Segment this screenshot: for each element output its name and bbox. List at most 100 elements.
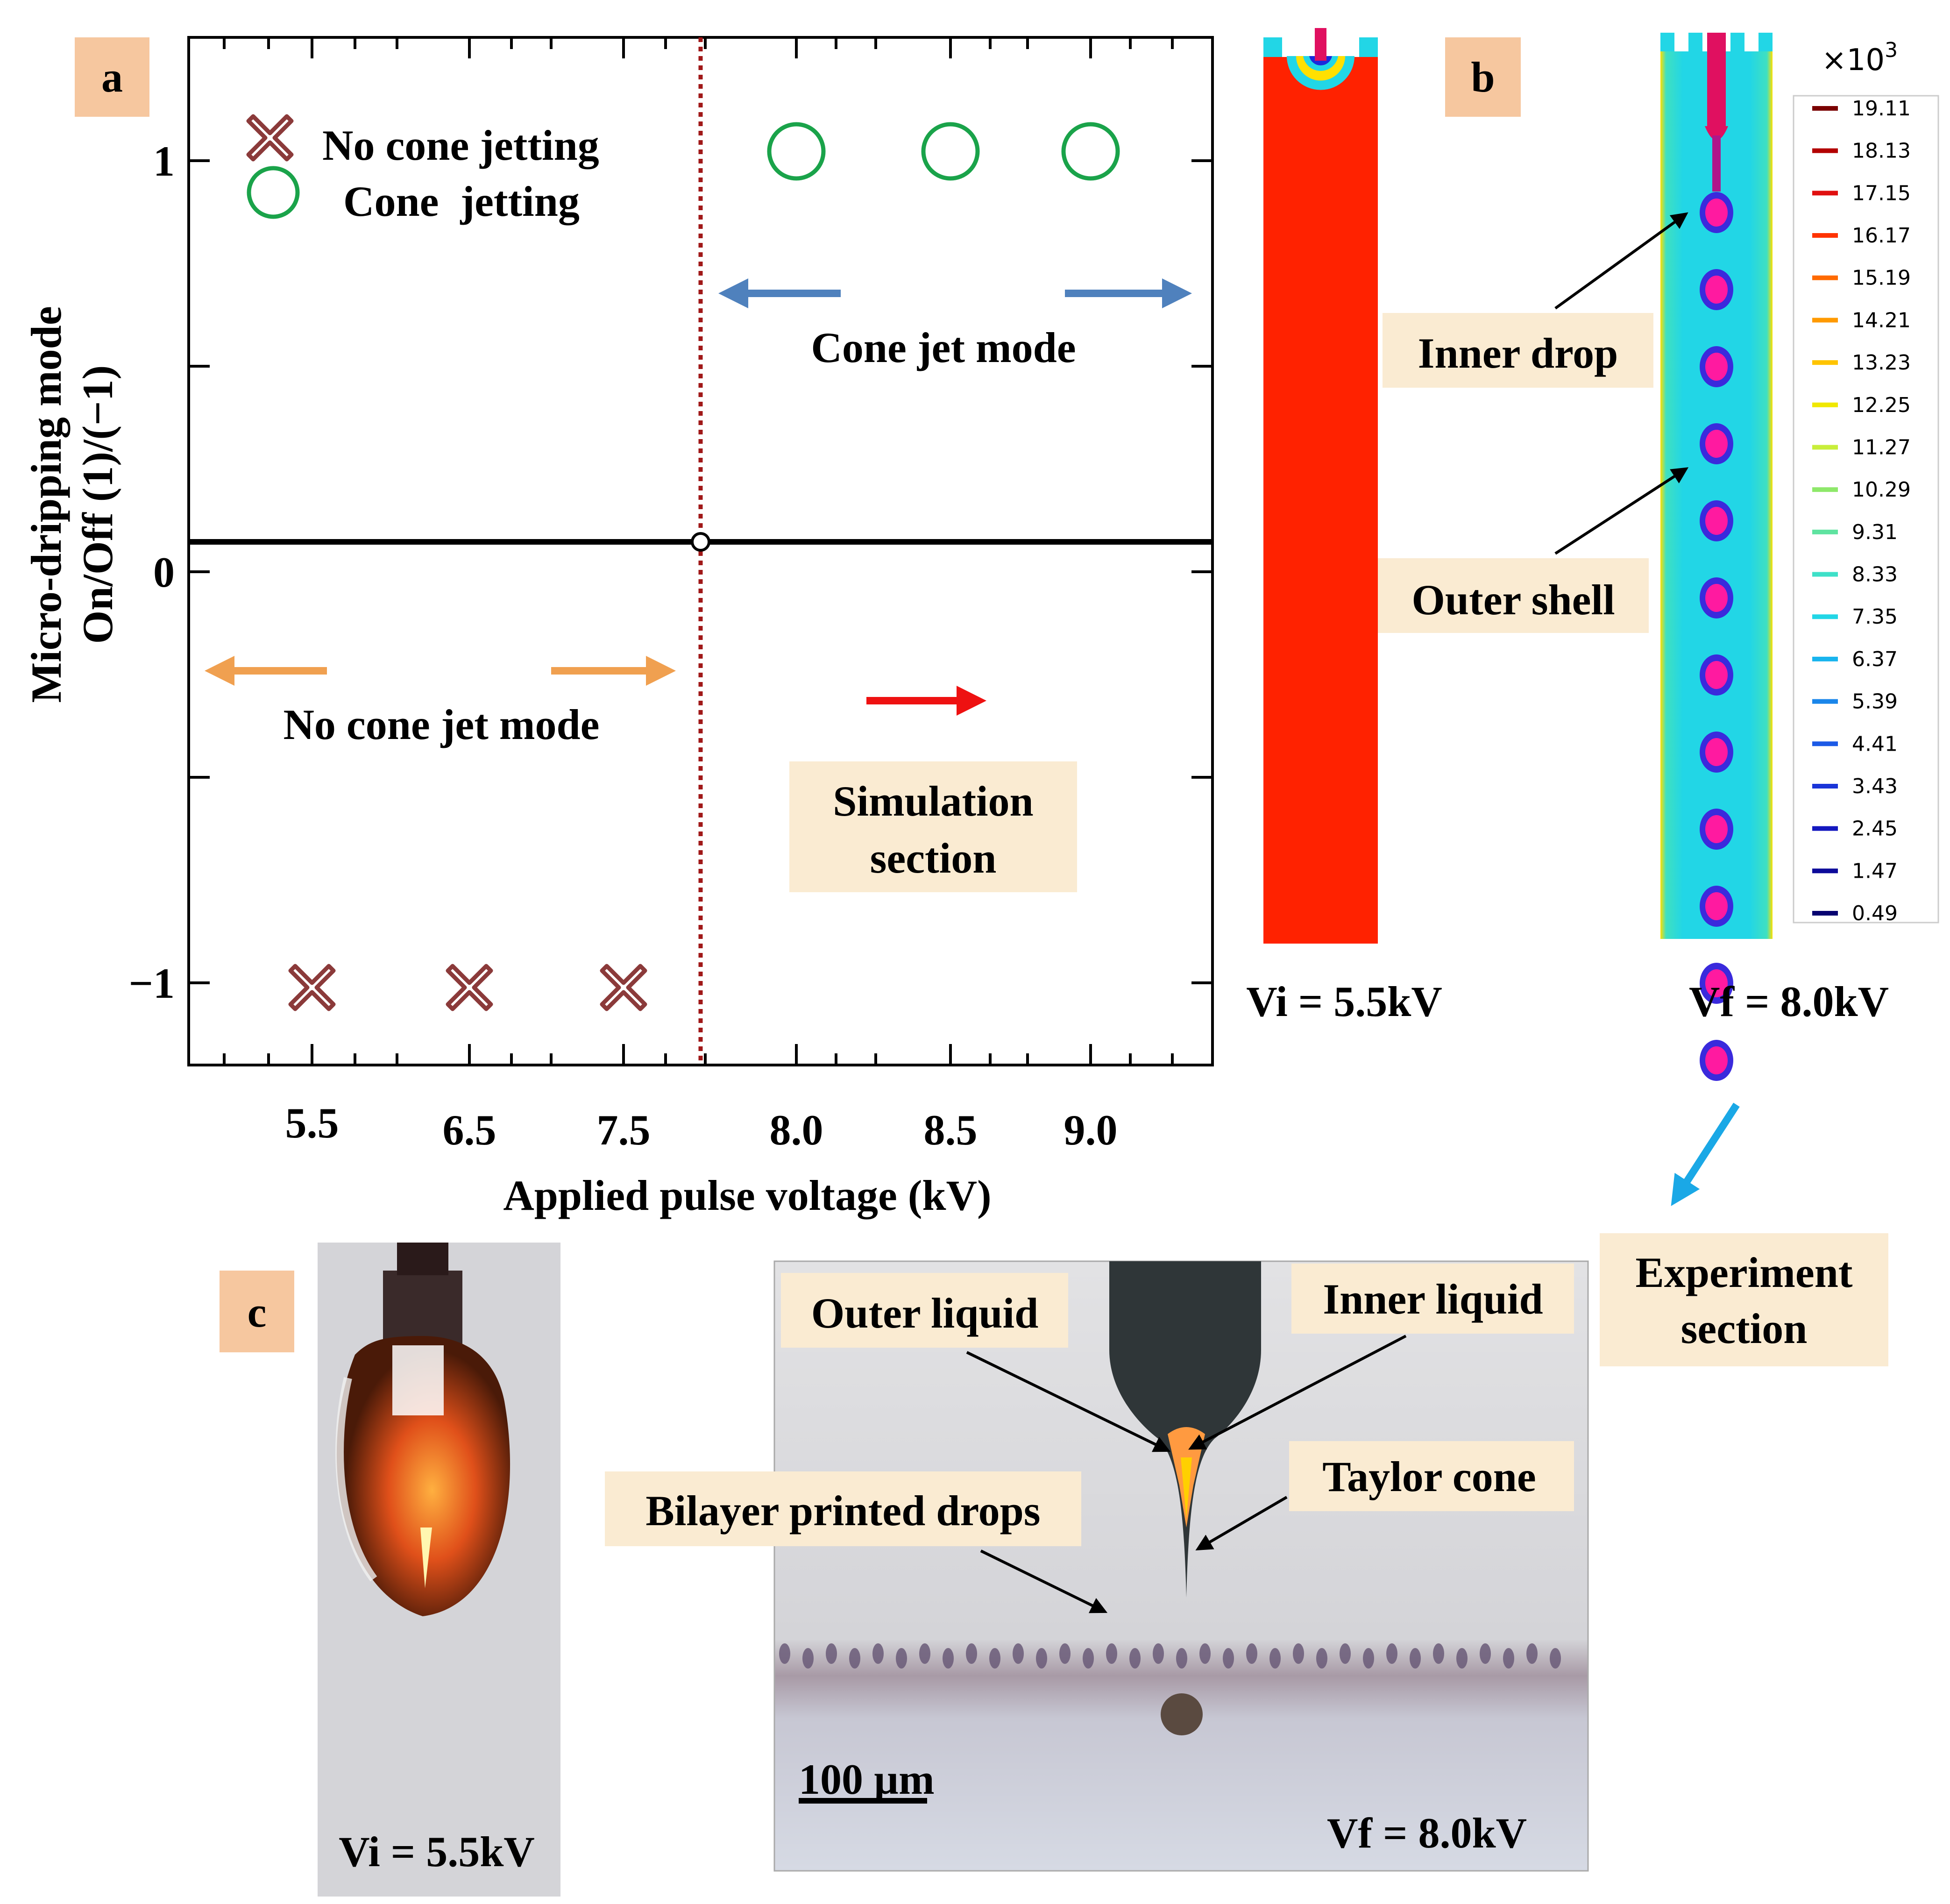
outer-liquid-box (781, 1273, 1068, 1348)
colorbar-value: 0.49 (1852, 902, 1898, 925)
colorbar-value: 13.23 (1852, 351, 1911, 375)
outer-shell-box (1378, 558, 1649, 633)
taylor-cone-arrow (1195, 1496, 1288, 1551)
simulated-drop-core (1705, 507, 1728, 535)
colorbar-value: 16.17 (1852, 224, 1911, 248)
panel-c-label: c (248, 1288, 267, 1336)
simulation-vf-image (1660, 28, 1773, 1081)
colorbar-value: 15.19 (1852, 266, 1911, 290)
panel-a-label-box (75, 37, 149, 117)
simulation-section-line2: section (870, 834, 997, 882)
panel-a: a 1 0 −1 5.5 6.5 7.5 8.0 8.5 9.0 No cone jettin… (22, 36, 1214, 1219)
colorbar-value: 11.27 (1852, 435, 1911, 459)
simulated-drop-core (1705, 969, 1728, 997)
colorbar-value: 1.47 (1852, 859, 1898, 883)
threshold-point (691, 532, 710, 552)
simulated-drop-core (1705, 1046, 1728, 1074)
x-axis-ticks (223, 37, 1174, 1065)
data-point-cone-jetting (921, 122, 980, 181)
simulation-vf-label: Vf = 8.0kV (1689, 978, 1889, 1025)
colorbar-value: 19.11 (1852, 97, 1911, 121)
panel-a-label: a (101, 53, 123, 101)
x-tick-label: 5.5 (285, 1099, 339, 1147)
printed-drop (1269, 1648, 1281, 1669)
taylor-cone-label: Taylor cone (1322, 1453, 1536, 1500)
y-tick-label: −1 (129, 959, 175, 1007)
bilayer-drops-label: Bilayer printed drops (645, 1487, 1040, 1535)
simulated-drop-core (1705, 815, 1728, 843)
printed-drop (1199, 1643, 1211, 1664)
printed-drop (1386, 1643, 1397, 1664)
printed-drop (989, 1648, 1000, 1669)
printed-drop (1013, 1643, 1024, 1664)
printed-drop (1316, 1648, 1327, 1669)
printed-drop (802, 1648, 814, 1669)
y-tick-label: 0 (153, 548, 175, 596)
y-axis-label-line1: Micro-dripping mode (22, 306, 70, 703)
experiment-vf-photo: 100 µm (773, 1260, 1589, 1872)
experiment-arrow (1671, 1102, 1740, 1206)
printed-drop (779, 1643, 790, 1664)
simulated-drop-core (1705, 199, 1728, 227)
data-point-cone-jetting (767, 122, 826, 181)
scale-bar-label: 100 µm (799, 1755, 935, 1803)
data-point-no-cone-jetting (288, 964, 336, 1011)
bilayer-drops-box (605, 1471, 1081, 1546)
inner-liquid-arrow (1188, 1335, 1407, 1450)
printed-drop (943, 1648, 954, 1669)
colorbar-value: 7.35 (1852, 605, 1898, 629)
colorbar-value: 4.41 (1852, 732, 1898, 756)
y-axis-label: Micro-dripping mode On/Off (1)/(−1) (22, 306, 121, 703)
simulated-drop-core (1705, 276, 1728, 304)
printed-drop (1246, 1643, 1257, 1664)
x-tick-label: 8.5 (924, 1106, 978, 1154)
y-axis-tick-labels: 1 0 −1 (129, 137, 175, 1007)
printed-drop (966, 1643, 977, 1664)
colorbar-frame (1793, 95, 1939, 924)
x-tick-label: 9.0 (1064, 1106, 1118, 1154)
colorbar-value: 3.43 (1852, 774, 1898, 798)
simulation-vi-image (1263, 23, 1378, 944)
printed-drop (919, 1643, 930, 1664)
printed-drops (779, 1643, 1561, 1669)
panel-c-label-box (220, 1271, 294, 1352)
printed-drop (1480, 1643, 1491, 1664)
printed-drop (1083, 1648, 1094, 1669)
y-tick-label: 1 (153, 137, 175, 185)
legend-cone-jetting: Cone jetting (343, 178, 580, 225)
legend-cross-marker (246, 114, 294, 162)
y-axis-ticks (189, 159, 1213, 984)
inner-liquid-label: Inner liquid (1323, 1275, 1543, 1323)
simulation-section-line1: Simulation (833, 777, 1033, 825)
printed-drop (1106, 1643, 1117, 1664)
experiment-vi-label: Vi = 5.5kV (339, 1828, 535, 1876)
printed-drop (1363, 1648, 1374, 1669)
inner-liquid-box (1291, 1264, 1574, 1334)
printed-drop (1503, 1648, 1514, 1669)
printed-drop (1176, 1648, 1187, 1669)
x-axis-label: Applied pulse voltage (kV) (503, 1172, 991, 1219)
experiment-section-line1: Experiment (1635, 1249, 1852, 1296)
x-tick-label: 6.5 (443, 1106, 496, 1154)
x-tick-label: 7.5 (597, 1106, 651, 1154)
colorbar-value: 6.37 (1852, 647, 1898, 671)
printed-drop (1550, 1648, 1561, 1669)
simulation-section-box (789, 761, 1077, 892)
colorbar-value: 17.15 (1852, 181, 1911, 205)
simulated-drop-core (1705, 430, 1728, 458)
simulated-drop-core (1705, 661, 1728, 689)
printed-drop (1036, 1648, 1047, 1669)
colorbar-value: 12.25 (1852, 393, 1911, 417)
colorbar-value: 10.29 (1852, 478, 1911, 502)
outer-shell-arrow (1554, 467, 1689, 555)
inner-drop-box (1383, 313, 1653, 388)
legend: No cone jetting Cone jetting (246, 114, 599, 225)
experiment-section-line2: section (1681, 1305, 1808, 1352)
x-tick-label: 8.0 (770, 1106, 823, 1154)
plot-marks (288, 122, 1120, 1011)
data-point-no-cone-jetting (446, 964, 493, 1011)
printed-drop (1340, 1643, 1351, 1664)
outer-liquid-label: Outer liquid (811, 1289, 1039, 1337)
simulated-drop-core (1705, 353, 1728, 381)
simulated-drop-core (1705, 738, 1728, 766)
